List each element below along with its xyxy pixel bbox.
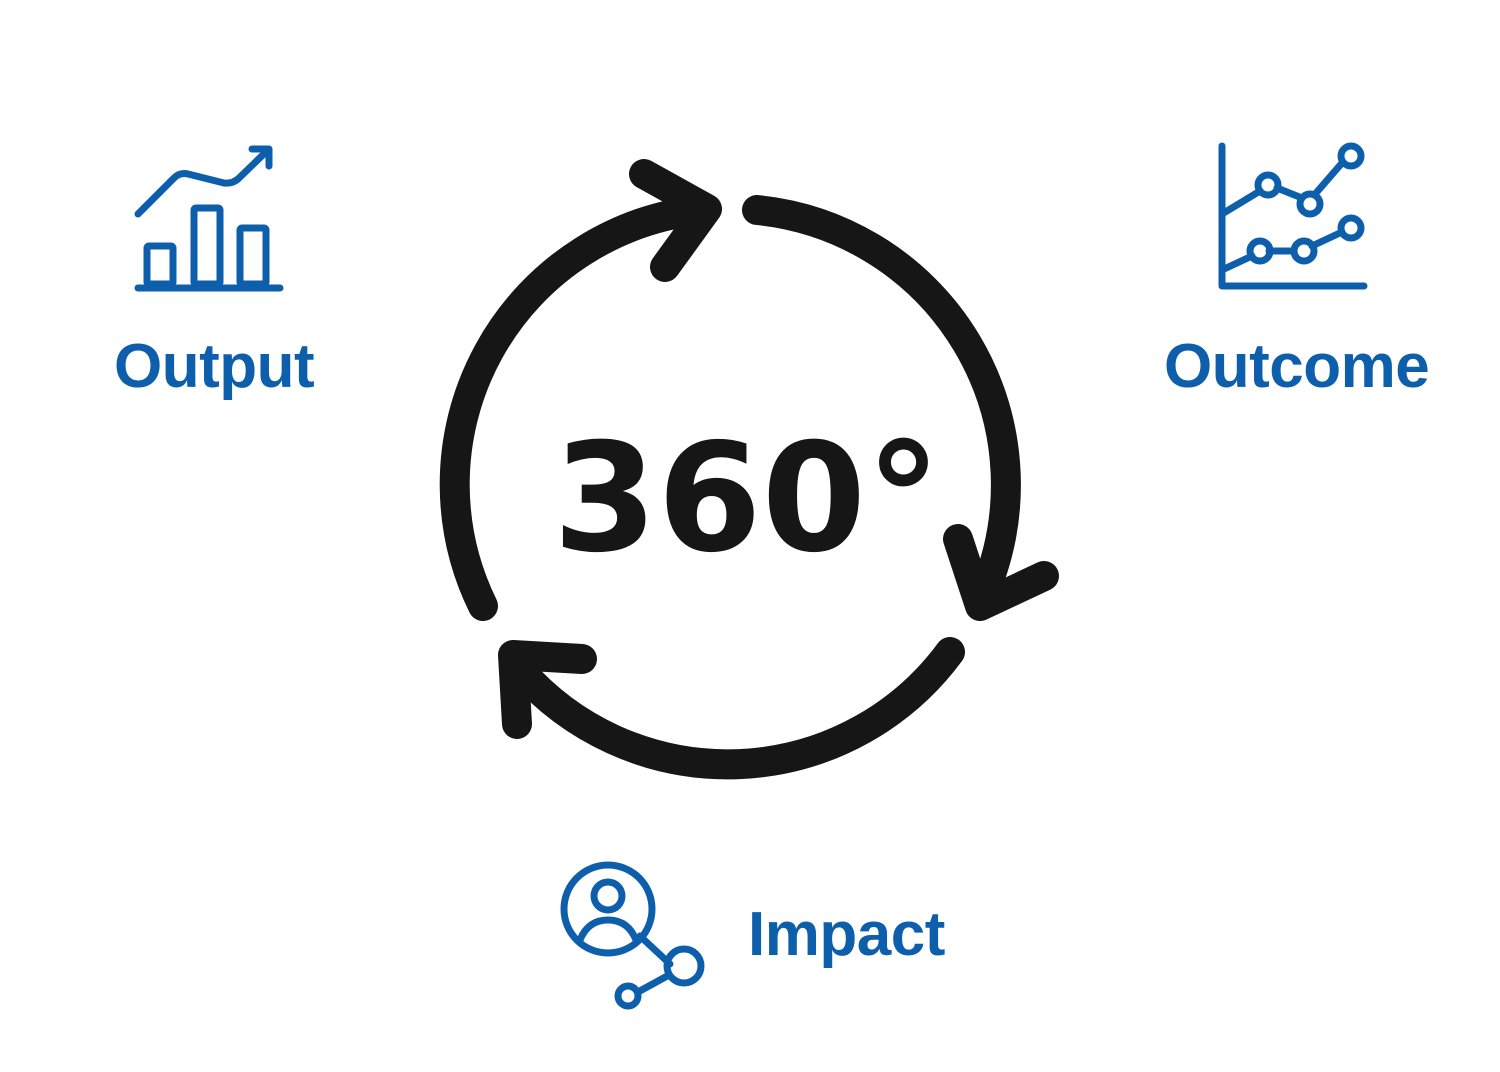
cycle-arrowhead-top bbox=[629, 159, 722, 282]
impact-label: Impact bbox=[748, 900, 945, 969]
cycle-arrow-right bbox=[742, 195, 1021, 605]
line-chart-icon bbox=[1218, 142, 1368, 290]
circular-arrows-icon: 360° bbox=[439, 159, 1059, 780]
cycle-arrow-bottom bbox=[505, 637, 965, 780]
outcome-label: Outcome bbox=[1164, 332, 1430, 401]
cycle-arrow-top bbox=[439, 195, 715, 621]
user-network-search-icon bbox=[560, 861, 705, 1010]
bar-chart-growth-icon bbox=[134, 145, 284, 292]
cycle-arrowhead-bottom bbox=[498, 640, 597, 739]
output-label: Output bbox=[114, 332, 315, 401]
center-label: 360° bbox=[553, 412, 941, 586]
cycle-arrowhead-right bbox=[943, 524, 1059, 621]
